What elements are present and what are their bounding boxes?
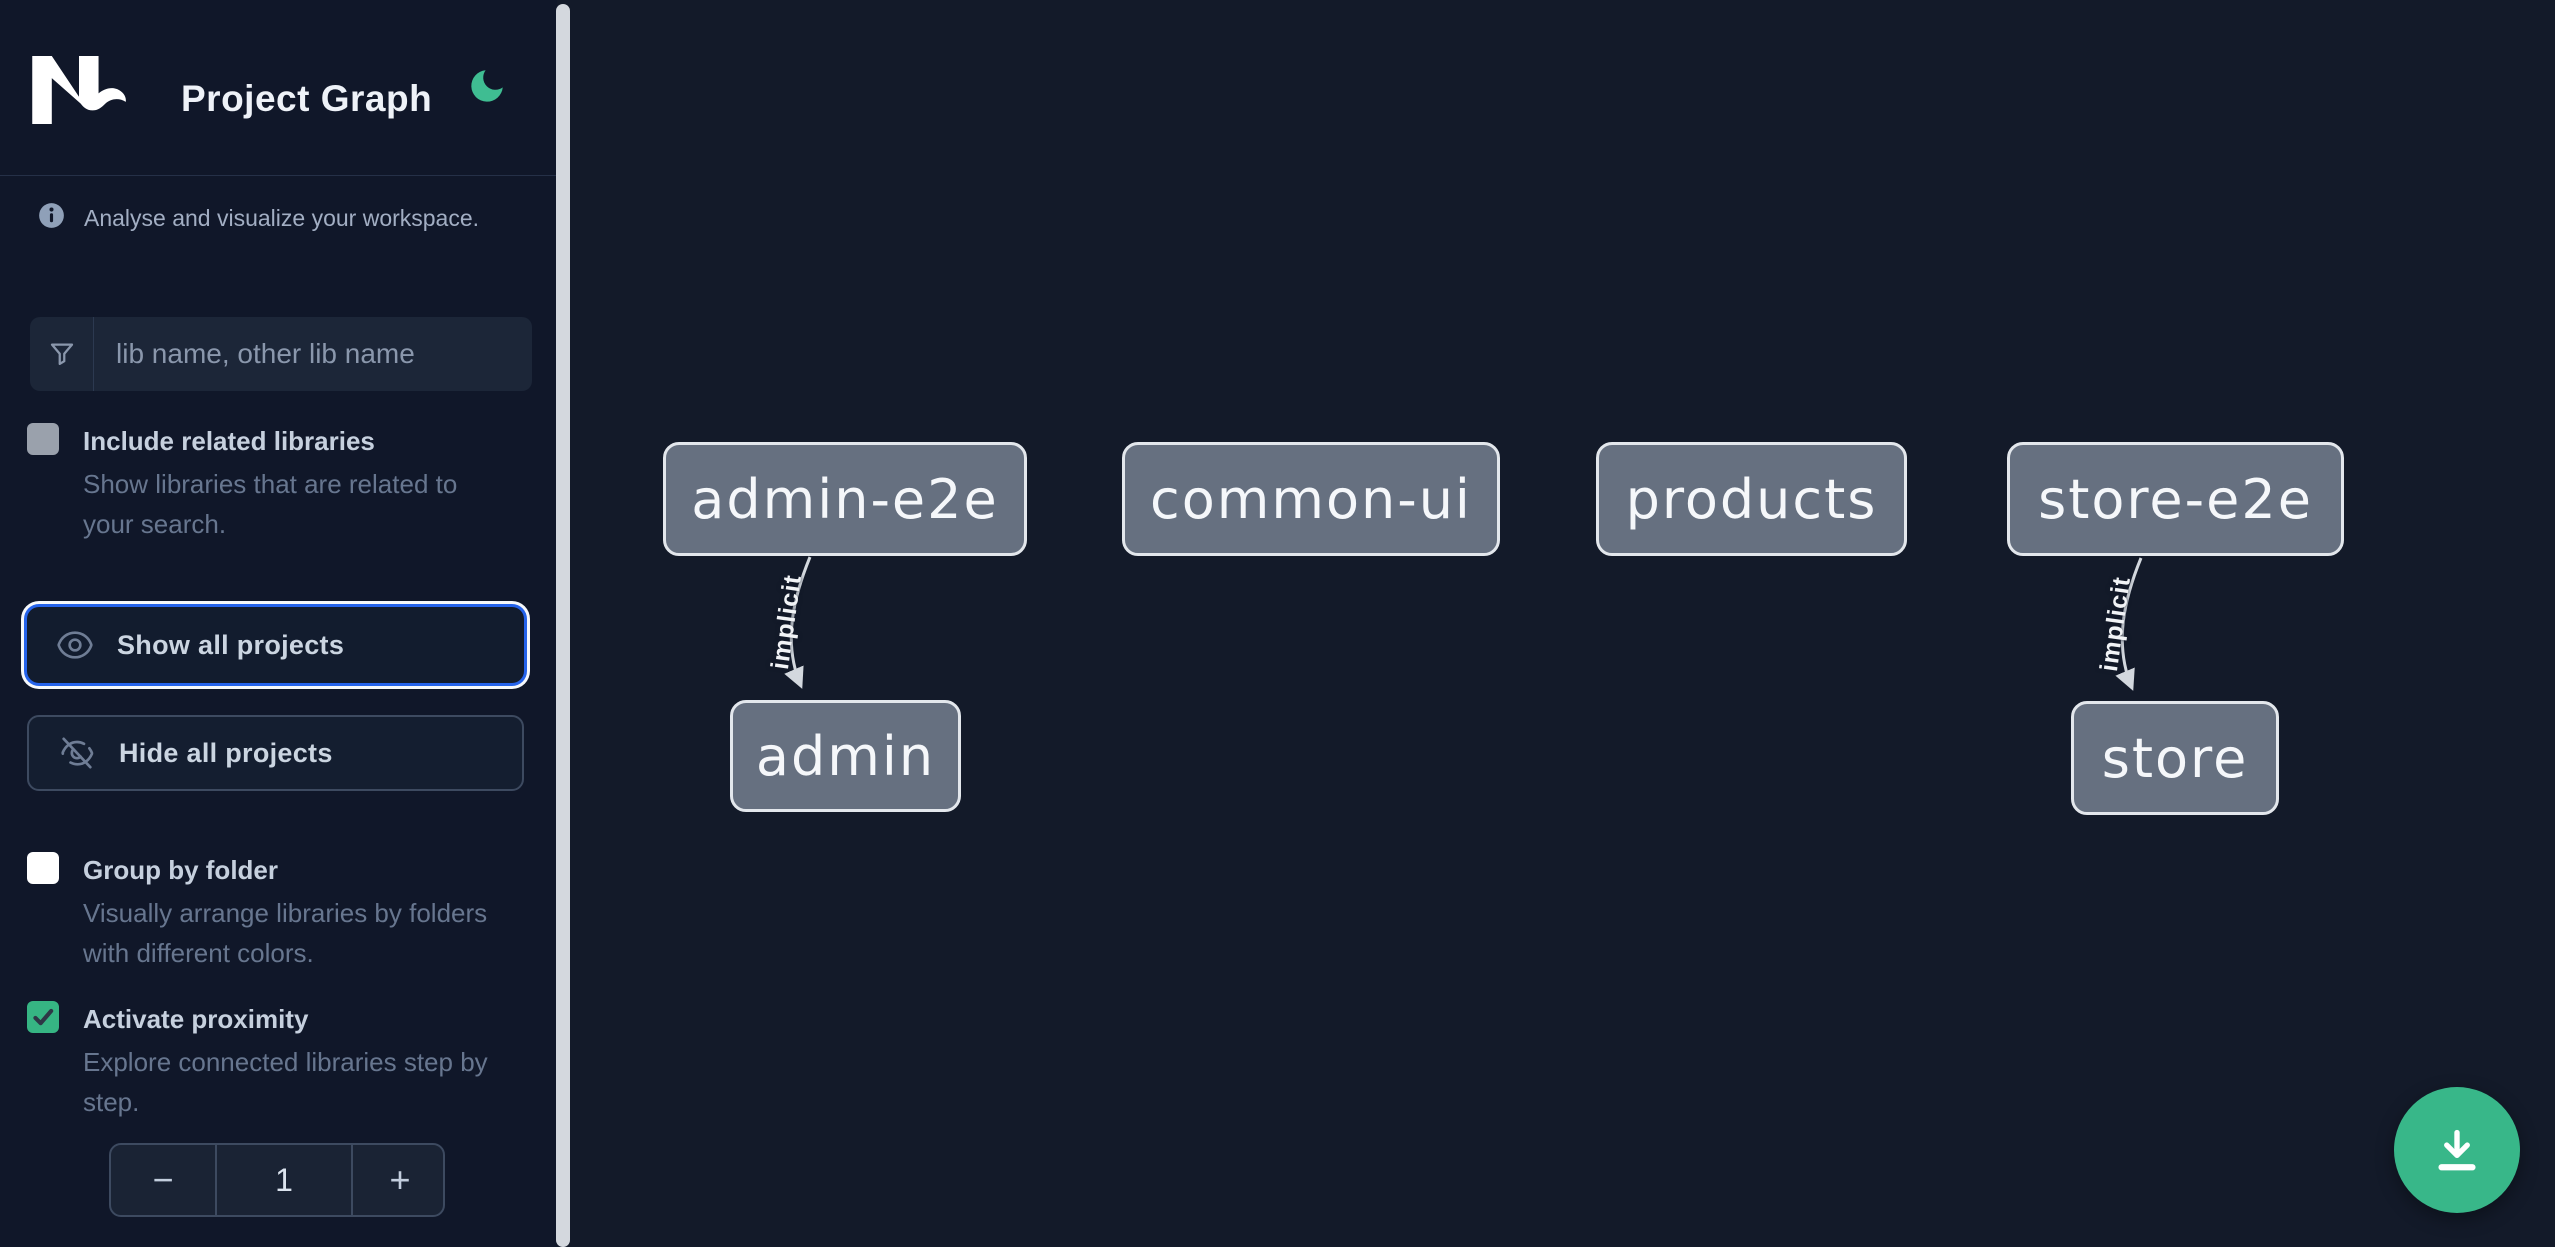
show-all-projects-button[interactable]: Show all projects <box>27 607 524 683</box>
project-node-admin-e2e[interactable]: admin-e2e <box>663 442 1027 556</box>
sidebar-header: Project Graph <box>0 0 557 176</box>
hide-all-projects-label: Hide all projects <box>119 737 333 768</box>
sidebar-scrollbar[interactable] <box>556 4 570 1247</box>
include-related-description: Show libraries that are related to your … <box>83 469 458 539</box>
filter-input-group <box>30 317 532 391</box>
workspace-info: Analyse and visualize your workspace. <box>38 202 479 234</box>
eye-off-icon <box>57 733 97 773</box>
proximity-decrement-button[interactable]: − <box>111 1145 215 1215</box>
project-graph-canvas[interactable]: implicit implicit admin-e2e common-ui pr… <box>570 0 2555 1247</box>
edge-admin-e2e-to-admin[interactable] <box>784 556 812 689</box>
filter-input[interactable] <box>94 317 532 391</box>
option-activate-proximity: Activate proximity Explore connected lib… <box>27 1001 513 1122</box>
info-text: Analyse and visualize your workspace. <box>84 204 480 231</box>
project-node-store[interactable]: store <box>2071 701 2279 815</box>
option-include-related-libraries: Include related libraries Show libraries… <box>27 423 513 544</box>
download-graph-button[interactable] <box>2394 1087 2520 1213</box>
activate-proximity-description: Explore connected libraries step by step… <box>83 1047 488 1117</box>
project-node-products[interactable]: products <box>1596 442 1907 556</box>
eye-icon <box>55 625 95 665</box>
dependency-edges <box>784 556 2143 691</box>
project-node-common-ui[interactable]: common-ui <box>1122 442 1500 556</box>
proximity-depth-stepper: − 1 + <box>109 1143 445 1217</box>
show-all-projects-label: Show all projects <box>117 629 345 660</box>
nx-logo-icon <box>32 56 126 129</box>
hide-all-projects-button[interactable]: Hide all projects <box>27 715 524 791</box>
group-by-folder-label: Group by folder <box>83 855 278 885</box>
group-by-folder-description: Visually arrange libraries by folders wi… <box>83 898 488 968</box>
theme-toggle-button[interactable] <box>462 62 512 112</box>
project-node-store-e2e[interactable]: store-e2e <box>2007 442 2344 556</box>
funnel-icon <box>30 317 94 391</box>
moon-icon <box>466 65 508 110</box>
download-icon <box>2429 1122 2485 1178</box>
group-by-folder-checkbox[interactable] <box>27 852 59 884</box>
include-related-label: Include related libraries <box>83 426 375 456</box>
page-title: Project Graph <box>181 78 433 119</box>
proximity-increment-button[interactable]: + <box>353 1145 443 1215</box>
activate-proximity-checkbox[interactable] <box>27 1001 59 1033</box>
info-icon <box>38 202 65 234</box>
edge-store-e2e-to-store[interactable] <box>2115 557 2143 691</box>
option-group-by-folder: Group by folder Visually arrange librari… <box>27 852 513 973</box>
checkmark-icon <box>29 1003 57 1031</box>
include-related-checkbox[interactable] <box>27 423 59 455</box>
project-node-admin[interactable]: admin <box>730 700 961 812</box>
sidebar: Project Graph Analyse and visualize your… <box>0 0 557 1247</box>
proximity-depth-value: 1 <box>215 1145 353 1215</box>
activate-proximity-label: Activate proximity <box>83 1004 309 1034</box>
